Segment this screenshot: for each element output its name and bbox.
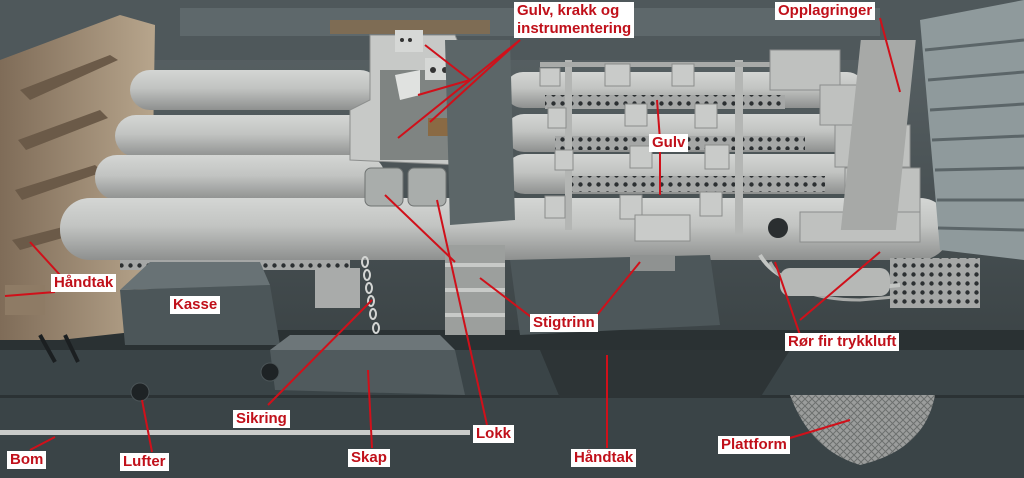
- label-opplagringer: Opplagringer: [775, 2, 876, 20]
- label-ror-fir-trykkluft: Rør fir trykkluft: [785, 333, 900, 351]
- label-handtak-left: Håndtak: [51, 274, 117, 292]
- label-plattform: Plattform: [718, 436, 790, 454]
- label-gulv-krakk-line1: Gulv, krakk og: [517, 2, 620, 19]
- label-lufter: Lufter: [120, 453, 169, 471]
- label-sikring: Sikring: [233, 410, 290, 428]
- label-bom: Bom: [7, 451, 47, 469]
- label-gulv-krakk-line2: instrumentering: [517, 20, 632, 37]
- label-kasse: Kasse: [170, 296, 221, 314]
- label-lokk: Lokk: [473, 425, 515, 443]
- label-skap: Skap: [348, 449, 390, 467]
- label-gulv-krakk-instrumentering: Gulv, krakk og instrumentering: [514, 2, 635, 38]
- label-stigtrinn: Stigtrinn: [530, 314, 598, 332]
- label-gulv: Gulv: [649, 134, 689, 152]
- label-handtak-bottom: Håndtak: [571, 449, 637, 467]
